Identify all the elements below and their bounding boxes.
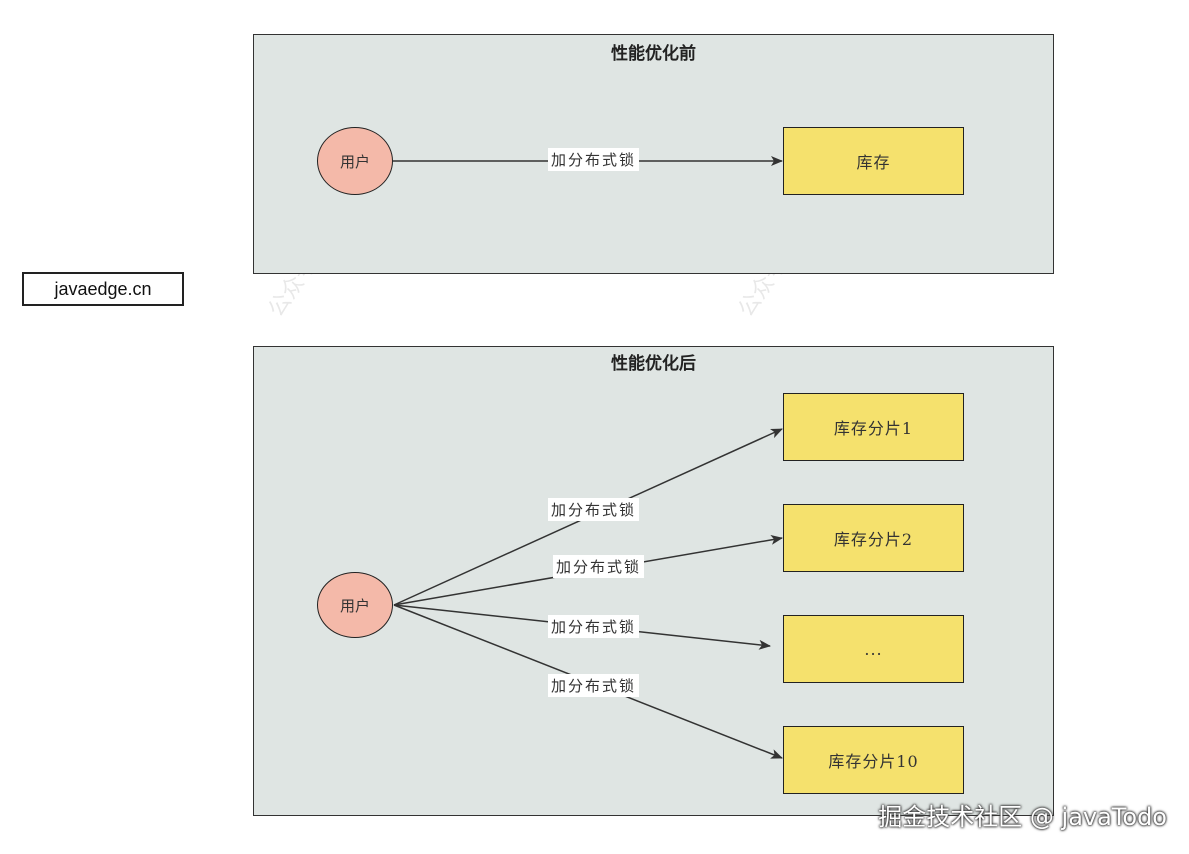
panel-before-title: 性能优化前 — [611, 44, 696, 64]
edge-label-after-3: 加分布式锁 — [548, 615, 640, 638]
panel-after-title: 性能优化后 — [611, 354, 696, 374]
shard-node-10: 库存分片10 — [783, 726, 964, 794]
shard-node-1: 库存分片1 — [783, 393, 964, 461]
shard-node-ellipsis: ... — [783, 615, 964, 683]
brand-watermark: 掘金技术社区 @ javaTodo — [878, 803, 1167, 831]
site-label: javaedge.cn — [22, 272, 184, 306]
user-node-before: 用户 — [317, 127, 393, 195]
inventory-node: 库存 — [783, 127, 964, 195]
user-node-after: 用户 — [317, 572, 393, 638]
edge-label-after-4: 加分布式锁 — [548, 674, 640, 697]
shard-node-2: 库存分片2 — [783, 504, 964, 572]
edge-label-before: 加分布式锁 — [548, 148, 640, 171]
edge-label-after-1: 加分布式锁 — [548, 498, 640, 521]
edge-label-after-2: 加分布式锁 — [553, 555, 645, 578]
